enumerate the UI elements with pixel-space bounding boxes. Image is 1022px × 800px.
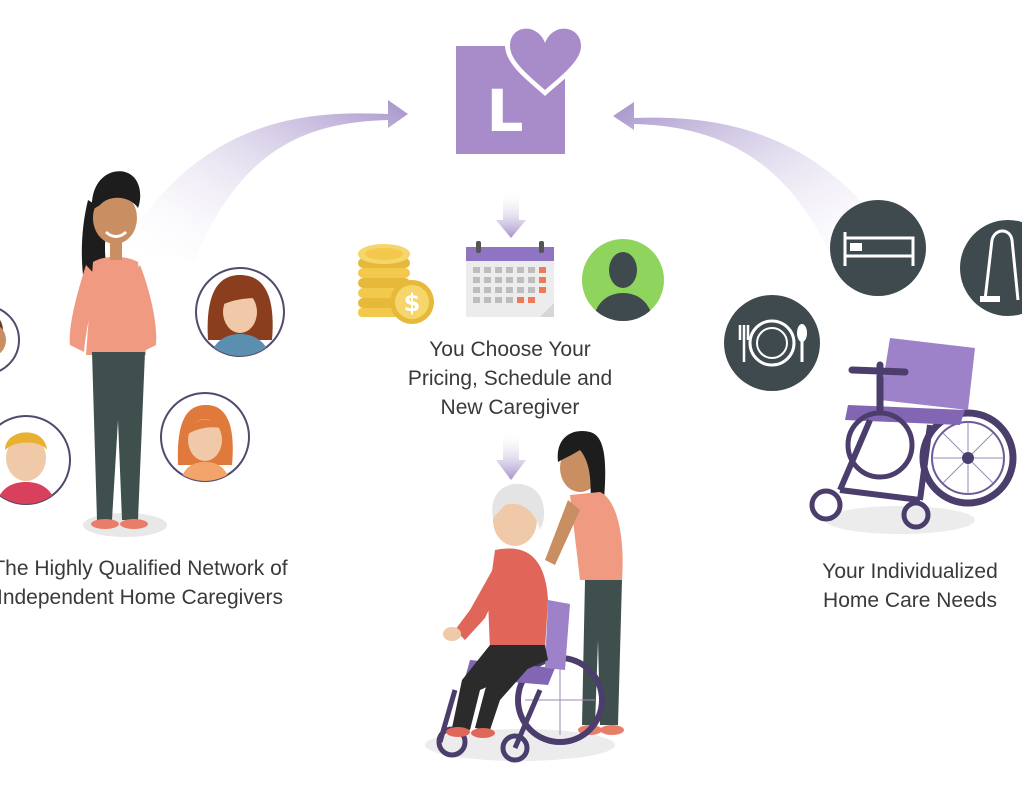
elderly-with-caregiver-figure (425, 430, 624, 763)
caption-line: New Caregiver (440, 396, 580, 419)
calendar-icon (466, 241, 554, 317)
caregiver-avatar-4 (160, 392, 250, 482)
arrow-down-to-options (496, 190, 526, 238)
logo-heart-icon: L (456, 23, 586, 154)
caregiver-avatar-1 (0, 308, 20, 372)
arrow-left-to-logo (120, 100, 408, 260)
caption-line: Independent Home Caregivers (0, 586, 283, 609)
arrow-right-to-logo (613, 102, 900, 265)
caption-caregiver-network: The Highly Qualified Network of Independ… (0, 554, 440, 612)
bed-icon (830, 200, 926, 296)
arrow-down-to-caregiver (496, 430, 526, 480)
plate-cutlery-icon (724, 295, 820, 391)
caption-you-choose: You Choose Your Pricing, Schedule and Ne… (360, 335, 660, 422)
person-avatar-icon (582, 239, 664, 321)
caption-line: Pricing, Schedule and (407, 367, 613, 390)
vacuum-icon (960, 220, 1022, 316)
svg-text:$: $ (404, 289, 421, 317)
caption-care-needs: Your Individualized Home Care Needs (790, 557, 1022, 615)
coins-dollar-icon: $ (358, 244, 434, 324)
caregiver-avatar-3 (0, 415, 71, 505)
caption-line: You Choose Your (429, 338, 591, 361)
wheelchair-icon (809, 338, 1017, 534)
caregiver-avatar-2 (195, 267, 285, 357)
caption-line: Home Care Needs (823, 589, 997, 612)
caption-line: The Highly Qualified Network of (0, 557, 288, 580)
logo-letter: L (487, 77, 524, 145)
caregiver-standing-figure (69, 171, 167, 537)
caption-line: Your Individualized (822, 560, 998, 583)
